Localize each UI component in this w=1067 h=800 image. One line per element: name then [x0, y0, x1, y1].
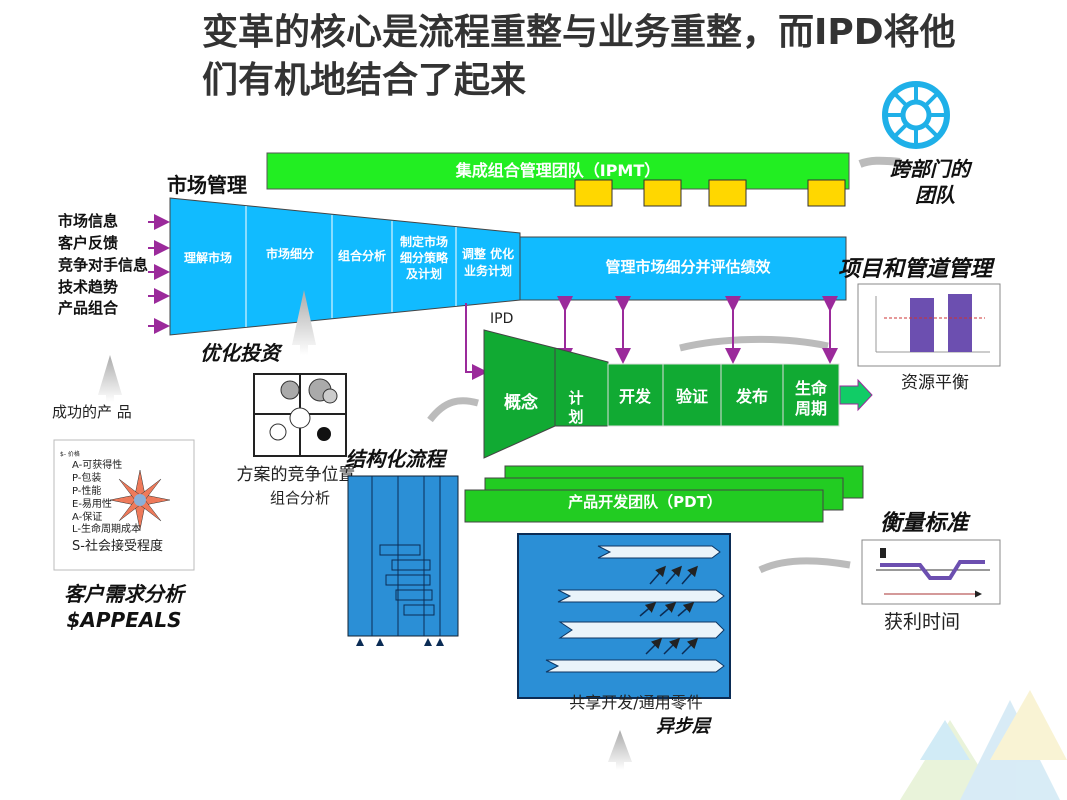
ipmt-decision-boxes [574, 179, 846, 207]
ipd-stage-labels: 概念 计 划 开发 验证 发布 生命 周期 [504, 379, 828, 426]
optimize-up-arrow [292, 290, 316, 355]
appeals-item-social: S-社会接受程度 [72, 538, 163, 554]
appeals-caption-2: $APPEALS [67, 608, 182, 632]
portfolio-label-1: 方案的竞争位置 [237, 465, 356, 485]
appeals-item-packaging: P-包装 [72, 471, 101, 484]
ipd-release-stage [720, 363, 784, 427]
input-market-info: 市场信息 [58, 212, 118, 230]
market-input-arrows [148, 214, 170, 334]
step-strategy-l2: 细分策略 [400, 250, 449, 265]
appeals-item-lifecycle-cost: L-生命周期成本 [72, 522, 141, 535]
time-to-profit-label: 获利时间 [884, 611, 960, 633]
input-customer-feedback: 客户反馈 [57, 234, 118, 252]
portfolio-grid [253, 373, 347, 457]
cross-team-label-1: 跨部门的 [890, 157, 973, 181]
resource-back-arrow [679, 335, 829, 352]
shared-dev-label: 共享开发/通用零件 [569, 693, 702, 712]
ipd-verify-stage [662, 363, 722, 427]
page-title-line-2: 们有机地结合了起来 [202, 60, 526, 101]
shared-dev-panel [517, 533, 731, 699]
ipd-output-arrow [839, 378, 873, 412]
pdt-stack [464, 465, 864, 523]
cross-team-label-2: 团队 [915, 183, 956, 207]
ipmt-label: 集成组合管理团队（IPMT） [455, 161, 661, 180]
manage-segment-bar [519, 236, 847, 301]
input-tech-trend: 技术趋势 [58, 278, 118, 296]
appeals-card: $- 价格 A-可获得性 P-包装 P-性能 E-易用性 A-保证 L-生命周期… [53, 439, 195, 571]
appeals-caption-1: 客户需求分析 [64, 582, 187, 606]
resource-chart-thumbnail [857, 283, 1001, 367]
ipd-lifecycle-stage [782, 363, 840, 427]
stage-lifecycle-1: 生命 [795, 379, 828, 398]
metrics-back-arrow [758, 557, 851, 574]
page-title-line-1: 变革的核心是流程重整与业务重整，而IPD将他 [202, 11, 956, 53]
market-ipd-links [557, 296, 838, 364]
appeals-item-assurance: A-保证 [72, 510, 102, 523]
success-up-arrow [98, 355, 122, 402]
step-strategy-l3: 及计划 [406, 266, 442, 281]
appeals-item-ease: E-易用性 [72, 497, 112, 510]
async-up-arrow [608, 730, 632, 770]
project-pipeline-label: 项目和管道管理 [838, 256, 996, 282]
pdt-label: 产品开发团队（PDT） [568, 493, 722, 511]
market-funnel-dividers [245, 206, 457, 327]
market-management-heading: 市场管理 [167, 173, 247, 197]
metrics-thumbnail [861, 539, 1001, 605]
resource-balance-label: 资源平衡 [901, 373, 969, 393]
cross-team-arrow [858, 156, 901, 168]
structured-process-label: 结构化流程 [345, 447, 448, 471]
stage-plan-1: 计 [568, 389, 583, 407]
portfolio-label-2: 组合分析 [270, 489, 330, 507]
ipmt-bar [266, 152, 850, 190]
input-product-portfolio: 产品组合 [58, 299, 119, 317]
ipd-label: IPD [490, 311, 513, 327]
optimize-invest-label: 优化投资 [200, 341, 283, 365]
appeals-item-price: $- 价格 [60, 450, 80, 458]
decorative-triangles [900, 690, 1067, 800]
cross-team-wheel-icon [882, 81, 950, 149]
appeals-item-availability: A-可获得性 [72, 458, 122, 471]
stage-plan-2: 划 [568, 408, 583, 426]
stage-release: 发布 [735, 387, 768, 406]
stage-develop: 开发 [619, 387, 652, 406]
stage-lifecycle-2: 周期 [795, 399, 827, 418]
step-optimize-l1: 调整 优化 [462, 246, 514, 261]
step-portfolio-analysis: 组合分析 [338, 248, 386, 263]
portfolio-to-ipd-arrow [427, 397, 479, 423]
async-layer-label: 异步层 [656, 716, 712, 737]
successful-product-label: 成功的产 品 [52, 403, 132, 421]
appeals-item-performance: P-性能 [72, 484, 101, 497]
step-optimize-l2: 业务计划 [464, 263, 512, 278]
structured-process-grid [347, 475, 459, 646]
step-understand-market: 理解市场 [184, 250, 232, 265]
stage-concept: 概念 [504, 392, 538, 413]
market-inputs: 市场信息 客户反馈 竞争对手信息 技术趋势 产品组合 [57, 212, 148, 317]
step-segment-market: 市场细分 [266, 246, 314, 261]
appeals-star-icon [109, 469, 171, 531]
stage-verify: 验证 [676, 387, 708, 406]
market-steps: 理解市场 市场细分 组合分析 制定市场 细分策略 及计划 调整 优化 业务计划 [184, 234, 514, 281]
manage-segment-label: 管理市场细分并评估绩效 [605, 258, 771, 276]
input-competitor-info: 竞争对手信息 [58, 256, 148, 274]
step-strategy-l1: 制定市场 [400, 234, 448, 249]
ipd-connector [465, 303, 488, 380]
metrics-label: 衡量标准 [880, 511, 971, 536]
